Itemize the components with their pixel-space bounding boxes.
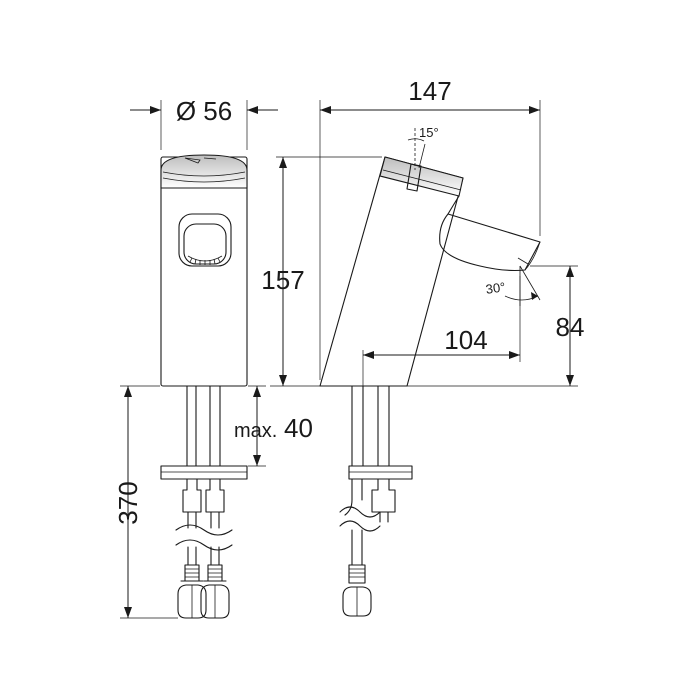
- front-hoses: [175, 478, 233, 619]
- side-hose: [339, 478, 396, 617]
- dimension-diameter: Ø 56: [130, 96, 278, 126]
- side-spout: [439, 195, 541, 272]
- diameter-label: Ø 56: [176, 96, 232, 126]
- total-depth-label: 147: [408, 76, 451, 106]
- hose-length-label: 370: [113, 481, 143, 524]
- side-view: [319, 156, 541, 617]
- button-angle-label: 15°: [419, 125, 439, 140]
- dimension-max-thickness: max. 40: [234, 386, 313, 466]
- side-push-button: [406, 163, 422, 192]
- dimension-outlet-height: 84: [556, 266, 585, 386]
- front-body: [160, 156, 248, 387]
- max-thickness-prefix: max.: [234, 420, 277, 442]
- side-cap: [379, 156, 464, 197]
- front-mounting-plate: [160, 465, 248, 480]
- outlet-height-label: 84: [556, 312, 585, 342]
- spout-reach-label: 104: [444, 325, 487, 355]
- max-thickness-value: 40: [284, 413, 313, 443]
- spout-angle-label: 30°: [485, 279, 507, 297]
- dimension-hose-length: 370: [113, 386, 143, 618]
- dimension-body-height: 157: [261, 157, 305, 386]
- front-view: [160, 154, 248, 619]
- side-mounting-plate: [348, 465, 413, 480]
- dimension-total-depth: 147: [320, 76, 540, 114]
- dimension-spout-reach: 104: [363, 325, 520, 359]
- front-cap: [160, 154, 248, 189]
- front-supply-pipes: [186, 385, 221, 467]
- dimension-spout-angle: 30°: [485, 265, 541, 306]
- body-height-label: 157: [261, 265, 304, 295]
- front-aerator: [178, 213, 232, 267]
- dimension-button-angle: 15°: [407, 125, 439, 170]
